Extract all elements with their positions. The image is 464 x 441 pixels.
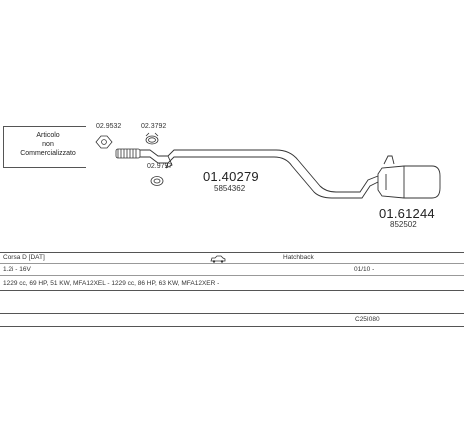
table-line-bottom — [0, 326, 464, 327]
not-commercialized-note: Articolo non Commercializzato — [6, 131, 90, 158]
vehicle-spec: 1229 cc, 69 HP, 51 KW, MFA12XEL - 1229 c… — [3, 280, 220, 287]
note-line-3: Commercializzato — [20, 150, 76, 157]
note-line-2: non — [42, 141, 54, 148]
table-line-4 — [0, 290, 464, 291]
exhaust-system-diagram — [95, 132, 441, 199]
part-number-gasket[interactable]: 02.9532 — [96, 123, 122, 130]
oe-number-rear-silencer: 852502 — [390, 220, 417, 229]
rear-silencer-01-61244 — [377, 155, 441, 199]
note-line-1: Articolo — [36, 132, 60, 139]
catalog-code: C25I080 — [355, 316, 380, 323]
vehicle-body: Hatchback — [283, 254, 314, 261]
flange-gasket-icon — [150, 176, 164, 186]
vehicle-date: 01/10 - — [354, 266, 375, 273]
vehicle-engine: 1.2i - 16V — [3, 266, 31, 273]
part-number-front-pipe[interactable]: 01.40279 — [203, 169, 259, 184]
car-silhouette-icon — [210, 255, 226, 263]
oe-number-front-pipe: 5854362 — [214, 184, 246, 193]
front-pipe-01-40279 — [140, 149, 350, 199]
part-number-rear-silencer[interactable]: 01.61244 — [379, 206, 435, 221]
part-number-clamp[interactable]: 02.3792 — [141, 123, 167, 130]
rear-pipe — [350, 175, 379, 199]
table-line-top — [0, 252, 464, 253]
flexible-pipe — [115, 148, 141, 159]
part-number-flange-gasket[interactable]: 02.9797 — [147, 163, 173, 170]
clamp-icon — [145, 132, 159, 145]
table-line-2 — [0, 263, 464, 264]
table-line-5 — [0, 313, 464, 314]
not-commercialized-box — [3, 126, 86, 168]
vehicle-model: Corsa D [DAT] — [3, 254, 45, 261]
table-line-3 — [0, 275, 464, 276]
gasket-icon — [95, 135, 113, 149]
